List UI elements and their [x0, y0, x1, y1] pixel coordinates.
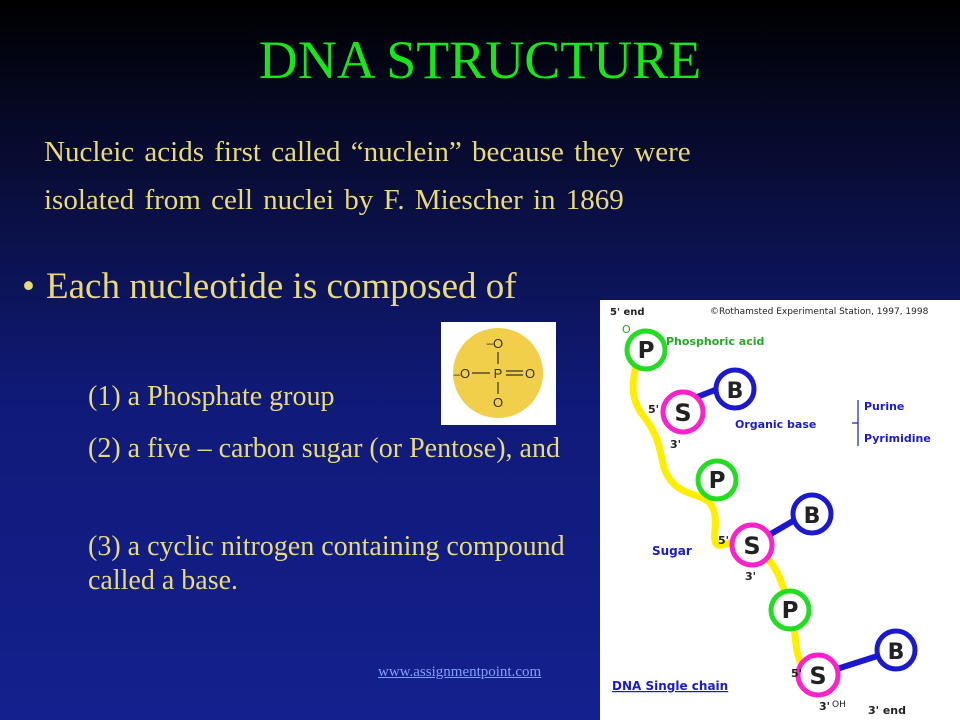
phosphoric-acid-label: Phosphoric acid — [666, 335, 764, 348]
phosphate-node-1-letter: P — [638, 338, 655, 364]
phosphate-group-image: O – O – P O O — [441, 322, 556, 425]
intro-line-1: Nucleic acids first called “nuclein” bec… — [44, 136, 691, 168]
phosphate-o-right: O — [525, 366, 535, 381]
bullet-icon: • — [22, 266, 35, 307]
sub-item-sugar: (2) a five – carbon sugar (or Pentose), … — [88, 433, 560, 464]
bullet-text: Each nucleotide is composed of — [46, 266, 517, 307]
organic-base-label: Organic base — [735, 418, 816, 431]
slide-title: DNA STRUCTURE — [258, 30, 702, 90]
sugar-2-three-prime: 3' — [745, 570, 756, 583]
o-label: O — [622, 323, 631, 336]
footer-link[interactable]: www.assignmentpoint.com — [378, 664, 542, 680]
intro-text: Nucleic acids first called “nuclein” bec… — [44, 128, 874, 224]
sugar-node-3-letter: S — [809, 662, 826, 690]
sugar-label: Sugar — [652, 544, 692, 558]
sugar-node-2-letter: S — [743, 532, 760, 560]
sugar-node-1 — [660, 389, 706, 435]
purine-label: Purine — [864, 400, 904, 413]
base-node-2-letter: B — [804, 504, 821, 529]
sugar-3-five-prime: 5' — [791, 667, 802, 680]
sugar-node-3 — [795, 652, 841, 698]
copyright-label: ©Rothamsted Experimental Station, 1997, … — [710, 307, 929, 317]
sugar-3-three-prime: 3' — [819, 700, 830, 713]
pyrimidine-label: Pyrimidine — [864, 432, 931, 445]
sugar-1-three-prime: 3' — [670, 438, 681, 451]
sub-item-base: (3) a cyclic nitrogen containing compoun… — [88, 531, 565, 596]
base-node-1-letter: B — [727, 379, 744, 404]
three-prime-end-label: 3' end — [868, 704, 906, 717]
base-node-3 — [874, 628, 918, 672]
phosphate-minus-top: – — [487, 336, 494, 350]
bullet-point: • Each nucleotide is composed of — [22, 265, 582, 309]
phosphate-node-2-letter: P — [709, 468, 726, 494]
phosphate-circle — [453, 328, 543, 418]
phosphate-o-bottom: O — [493, 395, 503, 410]
dna-single-chain-label: DNA Single chain — [612, 679, 728, 693]
phosphate-o-top: O — [493, 336, 503, 351]
five-prime-end-label: 5' end — [610, 307, 645, 318]
phosphate-node-1 — [624, 328, 668, 372]
sugar-node-1-letter: S — [674, 399, 691, 427]
intro-line-2: isolated from cell nuclei by F. Miescher… — [44, 184, 624, 216]
oh-label: OH — [832, 700, 846, 710]
base-node-3-letter: B — [888, 640, 905, 665]
phosphate-p: P — [494, 366, 503, 381]
phosphate-node-3-letter: P — [782, 598, 799, 624]
dna-single-chain-diagram: 5' end ©Rothamsted Experimental Station,… — [600, 300, 960, 720]
phosphate-o-left: O — [460, 366, 470, 381]
sub-item-phosphate: (1) a Phosphate group — [88, 381, 335, 412]
sugar-2-five-prime: 5' — [718, 534, 729, 547]
base-node-1 — [713, 367, 757, 411]
phosphate-node-2 — [695, 458, 739, 502]
sugar-node-2 — [729, 522, 775, 568]
phosphate-node-3 — [768, 588, 812, 632]
sugar-1-five-prime: 5' — [648, 403, 659, 416]
phosphate-minus-left: – — [454, 367, 461, 381]
base-node-2 — [790, 492, 834, 536]
